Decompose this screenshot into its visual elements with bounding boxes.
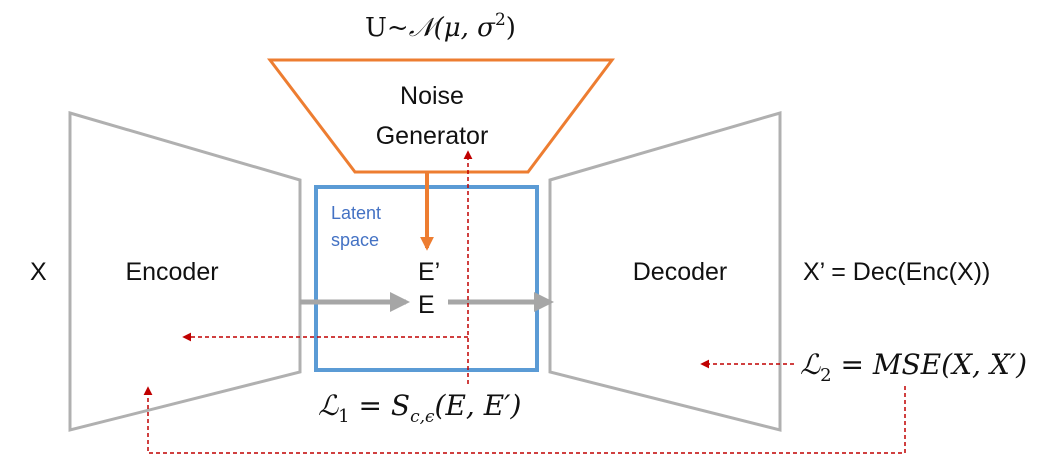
latent-e-prime: E’ bbox=[418, 258, 440, 286]
loss-l1-label: ℒ1 = Sc,ϵ(E, E′) bbox=[318, 389, 521, 427]
latent-e: E bbox=[418, 291, 435, 319]
noise-generator-label-line2: Generator bbox=[376, 122, 489, 150]
noise-generator-label-line1: Noise bbox=[400, 82, 464, 110]
latent-space-title-line2: space bbox=[331, 230, 379, 250]
noise-generator-block bbox=[266, 58, 615, 174]
l2-to-encoder-arrow bbox=[143, 386, 906, 454]
decoder-output-label: X’ = Dec(Enc(X)) bbox=[803, 258, 990, 286]
decoder-label: Decoder bbox=[633, 258, 728, 286]
latent-space-title-line1: Latent bbox=[331, 203, 381, 223]
encoder-label: Encoder bbox=[125, 258, 218, 286]
loss-l2-label: ℒ2 = MSE(X, X′) bbox=[800, 348, 1027, 386]
encoder-input-label: X bbox=[30, 258, 47, 286]
encoder-block bbox=[68, 111, 302, 432]
noise-distribution-label: U~𝒩(μ, σ2) bbox=[365, 10, 516, 43]
